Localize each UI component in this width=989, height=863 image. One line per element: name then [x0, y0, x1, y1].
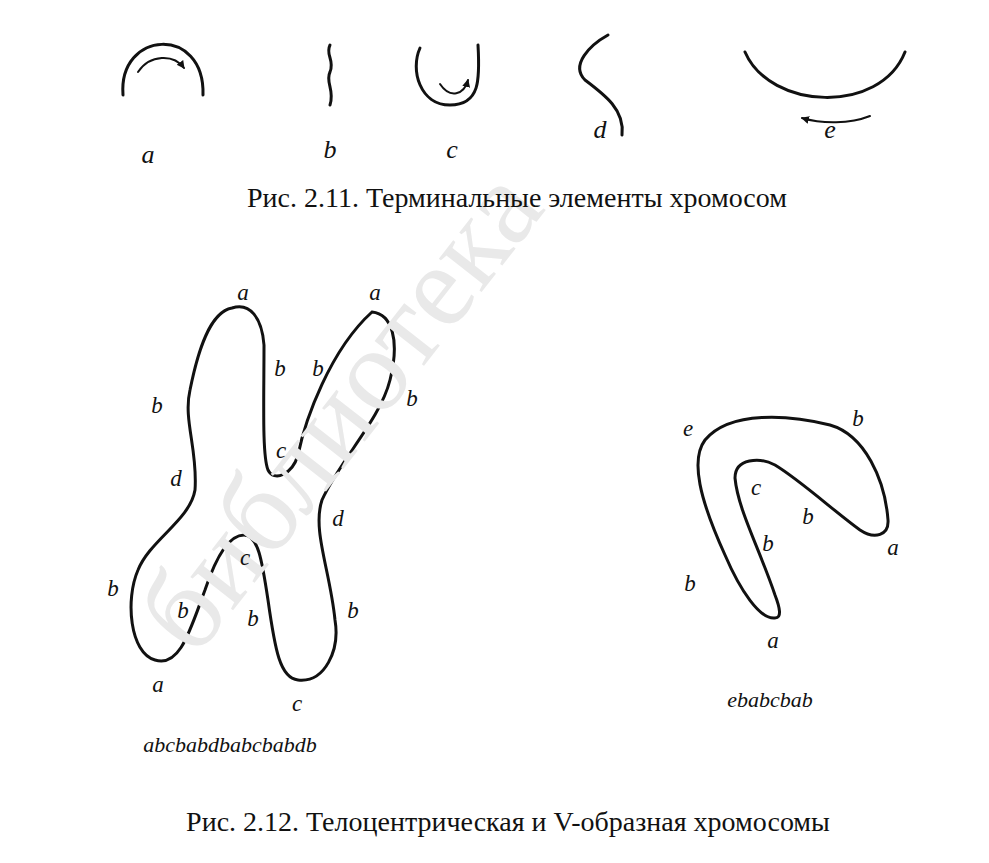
- letter-label: a: [142, 142, 155, 168]
- letter-label: d: [594, 117, 607, 143]
- terminal-arrow: [802, 116, 870, 122]
- terminal-u: [416, 45, 478, 105]
- figure-caption: Рис. 2.11. Терминальные элементы хромосо…: [247, 184, 787, 212]
- letter-label: b: [151, 394, 163, 417]
- watermark: библиотека: [118, 148, 563, 671]
- terminal-arrow: [138, 58, 184, 72]
- terminal-wavy: [329, 45, 332, 105]
- letter-label: c: [276, 439, 286, 462]
- letter-label: b: [347, 599, 359, 622]
- letter-label: b: [107, 577, 119, 600]
- letter-label: a: [369, 281, 381, 304]
- terminal-bowl: [745, 52, 905, 97]
- terminal-arch: [123, 44, 203, 95]
- letter-label: a: [237, 281, 249, 304]
- figure-caption: Рис. 2.12. Телоцентрическая и V-образная…: [186, 808, 830, 836]
- letter-label: b: [852, 407, 864, 430]
- letter-label: b: [274, 357, 286, 380]
- letter-label: c: [292, 692, 302, 715]
- letter-label: d: [170, 467, 182, 490]
- letter-label: c: [240, 546, 250, 569]
- letter-label: e: [824, 117, 836, 143]
- v-chromosome: [698, 417, 888, 618]
- letter-label: a: [887, 536, 899, 559]
- letter-label: b: [177, 599, 189, 622]
- letter-label: b: [247, 607, 259, 630]
- letter-label: c: [446, 137, 458, 163]
- letter-label: b: [802, 505, 814, 528]
- letter-label: d: [332, 507, 344, 530]
- letter-label: a: [152, 673, 164, 696]
- letter-label: b: [762, 532, 774, 555]
- letter-label: a: [767, 629, 779, 652]
- letter-label: c: [751, 476, 761, 499]
- sequence-label: abcbabdbabcbabdb: [143, 734, 317, 756]
- letter-label: b: [406, 387, 418, 410]
- letter-label: e: [683, 417, 693, 440]
- sequence-label: ebabcbab: [727, 689, 813, 711]
- letter-label: b: [312, 357, 324, 380]
- terminal-arrow: [440, 80, 468, 93]
- letter-label: b: [684, 572, 696, 595]
- letter-label: b: [324, 137, 337, 163]
